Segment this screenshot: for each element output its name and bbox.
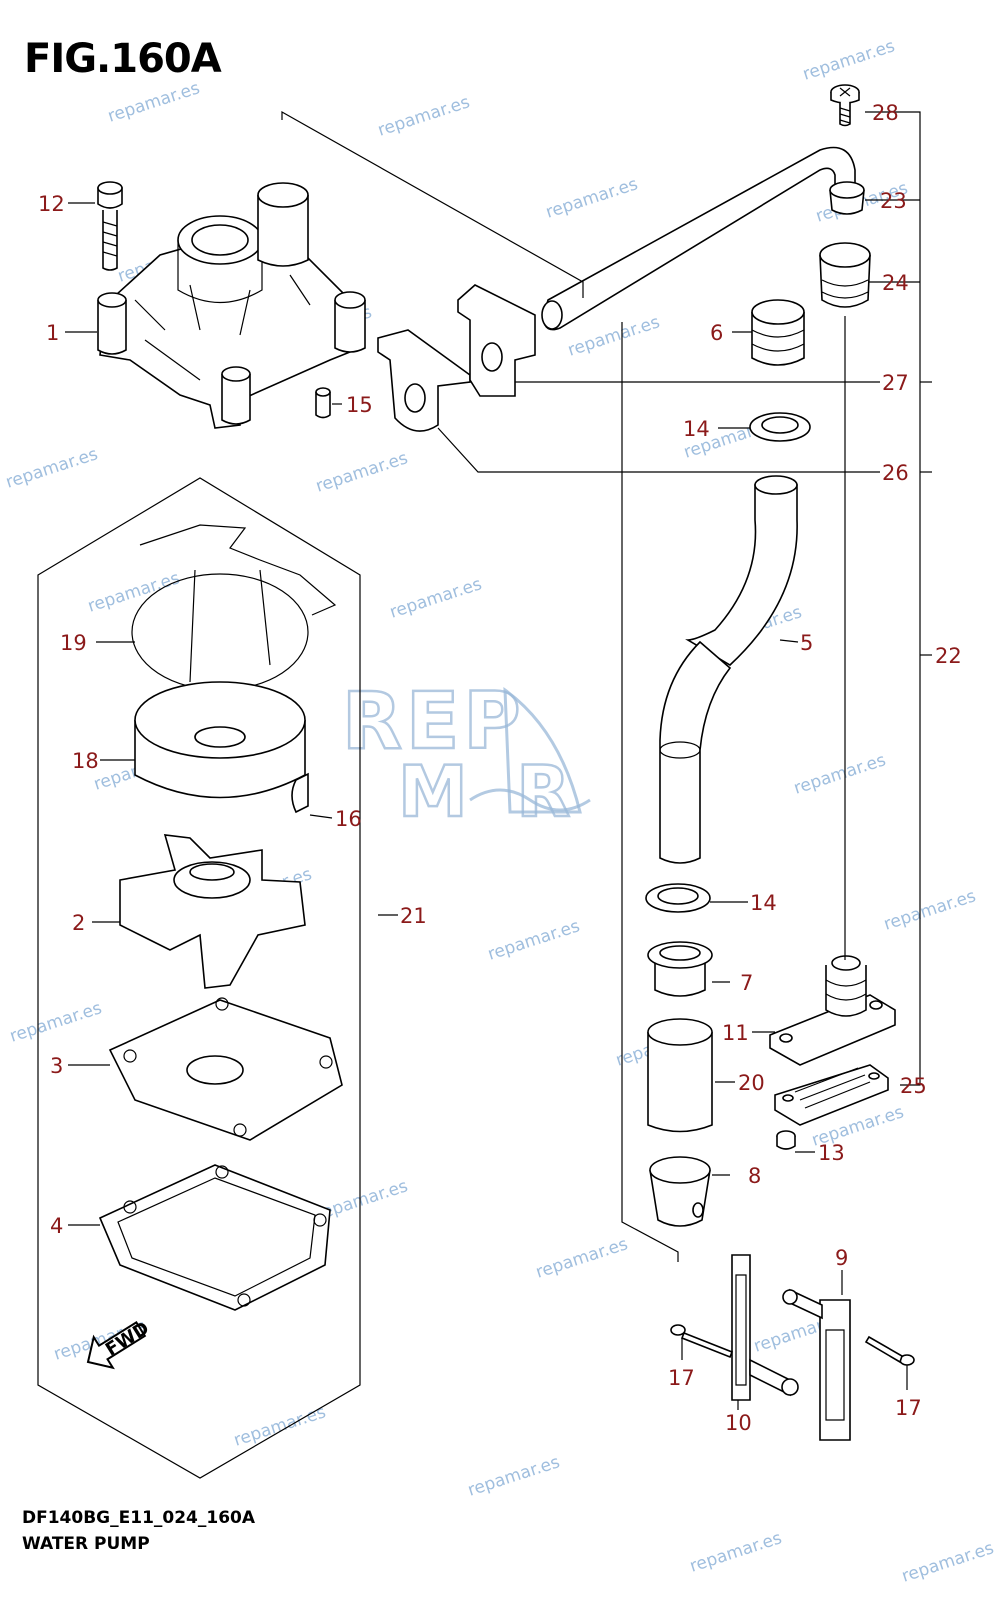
tube-20	[647, 1018, 713, 1133]
key-16	[291, 772, 309, 814]
callout-8: 8	[748, 1164, 761, 1188]
washer-14-top	[749, 412, 811, 442]
bolt-12	[97, 181, 123, 271]
callout-3: 3	[50, 1054, 63, 1078]
callout-21: 21	[400, 904, 427, 928]
watermark-text: repamar.es	[375, 92, 472, 141]
callout-16: 16	[335, 807, 362, 831]
watermark-text: repamar.es	[7, 998, 104, 1047]
callout-1: 1	[46, 321, 59, 345]
liner-18	[134, 681, 306, 799]
model-code: DF140BG_E11_024_160A	[22, 1508, 256, 1528]
watermark-text: repamar.es	[3, 444, 100, 493]
callout-18: 18	[72, 749, 99, 773]
callout-14-lower: 14	[750, 891, 777, 915]
callout-15: 15	[346, 393, 373, 417]
logo-wave-icon	[469, 788, 591, 812]
logo-top-text: REP	[342, 677, 525, 767]
callout-19: 19	[60, 631, 87, 655]
watermark-text: repamar.es	[85, 568, 182, 617]
watermark-text: repamar.es	[465, 1452, 562, 1501]
watermark-text: repamar.es	[800, 36, 897, 85]
callout-2: 2	[72, 911, 85, 935]
repair-kit-frame	[37, 477, 361, 1479]
watermark-text: repamar.es	[105, 78, 202, 127]
callout-11: 11	[722, 1021, 749, 1045]
screw-17-right	[864, 1335, 915, 1366]
screw-17-left	[670, 1324, 734, 1359]
watermark-text: repamar.es	[313, 448, 410, 497]
gasket-19	[131, 524, 337, 691]
callout-28: 28	[872, 101, 899, 125]
callout-4: 4	[50, 1214, 63, 1238]
callout-5: 5	[800, 631, 813, 655]
strainer-11	[769, 955, 896, 1066]
figure-title: FIG.160A	[24, 36, 222, 82]
impeller-2	[119, 834, 306, 989]
callout-22: 22	[935, 644, 962, 668]
logo-sail-icon	[503, 686, 582, 814]
watermark-text: repamar.es	[543, 174, 640, 223]
grommet-24	[819, 242, 871, 308]
callout-6: 6	[710, 321, 723, 345]
watermark-text: repamar.es	[565, 312, 662, 361]
leader-lines	[65, 110, 932, 1410]
watermark-text: repamar.es	[533, 1234, 630, 1283]
watermark-text: repamar.es	[881, 886, 978, 935]
callout-23: 23	[880, 189, 907, 213]
callouts: 1 2 3 4 5 6 7 8 9 10 11 12 13 14 14 15 1…	[38, 101, 962, 1435]
screw-13	[776, 1130, 796, 1150]
callout-26: 26	[882, 461, 909, 485]
callout-17-right: 17	[895, 1396, 922, 1420]
callout-9: 9	[835, 1246, 848, 1270]
callout-10: 10	[725, 1411, 752, 1435]
hose-5	[659, 475, 798, 864]
bracket-9	[782, 1288, 851, 1441]
callout-14: 14	[683, 417, 710, 441]
watermark-text: repamar.es	[485, 916, 582, 965]
dowel-pin-15	[315, 387, 331, 419]
callout-12: 12	[38, 192, 65, 216]
callout-20: 20	[738, 1071, 765, 1095]
bracket-27	[457, 284, 536, 397]
watermark-text: repamar.es	[387, 574, 484, 623]
callout-24: 24	[882, 271, 909, 295]
joint-8	[649, 1156, 711, 1227]
seal-6	[751, 299, 805, 366]
screw-28	[830, 84, 860, 127]
callout-25: 25	[900, 1074, 927, 1098]
repamar-logo: REP M R	[341, 676, 591, 834]
callout-7: 7	[740, 971, 753, 995]
callout-27: 27	[882, 371, 909, 395]
water-pipe	[541, 146, 856, 331]
clip-26	[377, 329, 471, 432]
seal-7	[647, 941, 713, 997]
callout-17-left: 17	[668, 1366, 695, 1390]
plate-3	[108, 997, 343, 1141]
grommet-23	[829, 181, 865, 215]
washer-14-bottom	[645, 883, 711, 913]
watermark-text: repamar.es	[231, 1402, 328, 1451]
diagram-caption: WATER PUMP	[22, 1534, 150, 1554]
watermark-text: repamar.es	[687, 1528, 784, 1577]
watermark-text: repamar.es	[791, 750, 888, 799]
screen-25	[774, 1064, 889, 1126]
gasket-4	[98, 1164, 331, 1311]
pump-case	[97, 182, 366, 429]
watermark-text: repamar.es	[899, 1538, 996, 1587]
callout-13: 13	[818, 1141, 845, 1165]
